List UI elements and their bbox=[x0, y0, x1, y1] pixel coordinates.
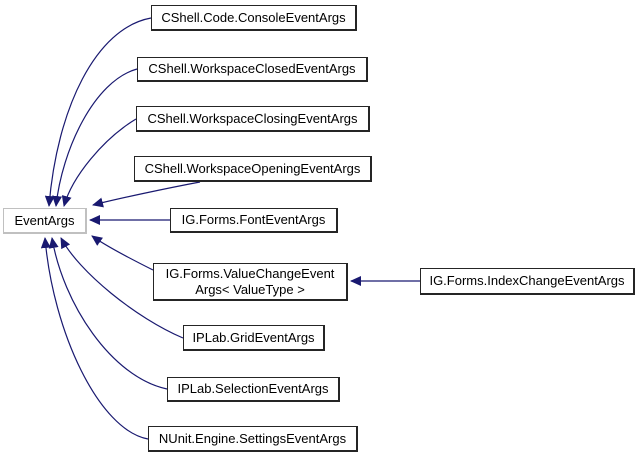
node-cshell-workspaceopeningeventargs[interactable]: CShell.WorkspaceOpeningEventArgs bbox=[134, 156, 372, 182]
node-cshell-workspaceclosedeventargs[interactable]: CShell.WorkspaceClosedEventArgs bbox=[137, 57, 368, 82]
inheritance-arrow-valuechange bbox=[91, 235, 154, 271]
node-eventargs[interactable]: EventArgs bbox=[3, 208, 87, 234]
inheritance-arrow-settings bbox=[40, 237, 149, 440]
node-label: IPLab.SelectionEventArgs bbox=[177, 381, 329, 396]
node-label: NUnit.Engine.SettingsEventArgs bbox=[158, 430, 347, 446]
inheritance-arrow-workspaceclosed bbox=[52, 68, 138, 207]
node-label: CShell.Code.ConsoleEventArgs bbox=[161, 9, 346, 25]
node-ig-forms-fonteventargs[interactable]: IG.Forms.FontEventArgs bbox=[170, 208, 338, 233]
node-cshell-workspaceclosingeventargs[interactable]: CShell.WorkspaceClosingEventArgs bbox=[136, 106, 370, 132]
inheritance-arrow-workspaceopening bbox=[92, 181, 201, 208]
node-nunit-engine-settingseventargs[interactable]: NUnit.Engine.SettingsEventArgs bbox=[148, 426, 358, 452]
node-ig-forms-valuechangeeventargs[interactable]: IG.Forms.ValueChangeEvent Args< ValueTyp… bbox=[153, 263, 348, 301]
inheritance-arrow-consoleeventargs bbox=[44, 17, 152, 207]
node-iplab-selectioneventargs[interactable]: IPLab.SelectionEventArgs bbox=[167, 377, 340, 402]
node-label: EventArgs bbox=[14, 212, 75, 228]
node-label: IG.Forms.FontEventArgs bbox=[181, 212, 326, 227]
inheritance-arrow-workspaceclosing bbox=[61, 118, 137, 207]
node-label: IG.Forms.ValueChangeEvent Args< ValueTyp… bbox=[165, 265, 335, 297]
inheritance-arrow-selection bbox=[48, 237, 168, 390]
node-cshell-code-consoleeventargs[interactable]: CShell.Code.ConsoleEventArgs bbox=[151, 5, 357, 31]
node-label: CShell.WorkspaceClosingEventArgs bbox=[147, 110, 358, 126]
node-label: IG.Forms.IndexChangeEventArgs bbox=[429, 273, 625, 288]
node-label: CShell.WorkspaceOpeningEventArgs bbox=[144, 160, 361, 176]
node-label: IPLab.GridEventArgs bbox=[192, 329, 315, 345]
node-ig-forms-indexchangeeventargs[interactable]: IG.Forms.IndexChangeEventArgs bbox=[420, 268, 635, 295]
node-iplab-grideventargs[interactable]: IPLab.GridEventArgs bbox=[183, 325, 325, 351]
node-label: CShell.WorkspaceClosedEventArgs bbox=[148, 61, 356, 76]
inheritance-arrow-grideventargs bbox=[60, 237, 184, 339]
